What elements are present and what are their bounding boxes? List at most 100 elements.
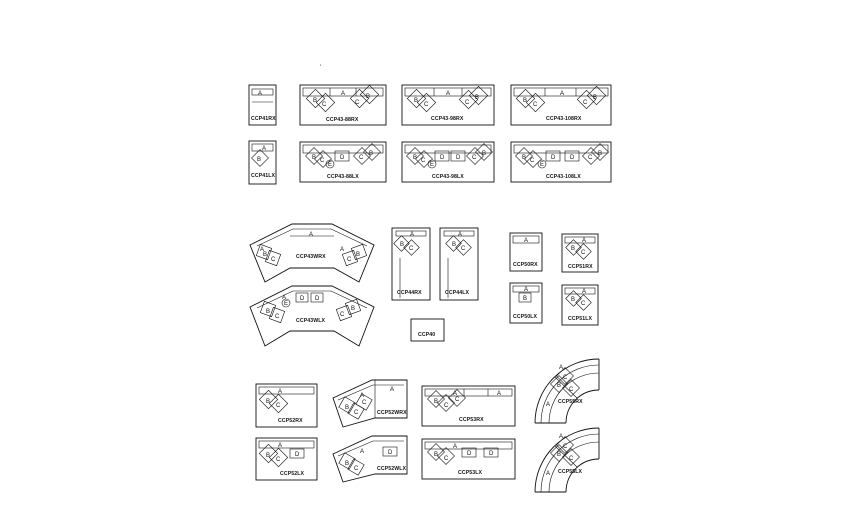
model-label: CCP53RX [459,417,484,423]
cushion-b-label: B [413,155,417,161]
piece-ccp55rx: A A C B C CCP55RX [534,358,600,424]
cushion-a-label: A [546,402,550,408]
cushion-c-label: C [581,301,586,307]
cushion-a-label: A [560,91,564,97]
cushion-a-label: A [260,247,264,253]
cushion-a-label: A [360,449,364,455]
model-label: CCP44LX [445,290,469,296]
cushion-c-label: C [276,403,281,409]
cushion-d-label: D [570,155,575,161]
cushion-a-label: A [282,295,286,301]
cushion-a-label: A [524,238,528,244]
cushion-c-label: C [421,158,426,164]
cushion-b-label: B [475,95,479,101]
piece-ccp43-88rx: A B C C B CCP43-88RX [299,84,387,126]
cushion-d-label: D [456,155,461,161]
model-label: CCP51LX [568,316,592,322]
cushion-b-label: B [345,461,349,467]
cushion-a-label: A [582,238,586,244]
cushion-c-label: C [563,444,568,450]
cushion-a-label: A [559,365,563,371]
cushion-b-label: B [557,452,561,458]
piece-ccp43-108rx: A B C C B CCP43-108RX [510,84,612,126]
cushion-c-label: C [465,100,470,106]
piece-ccp51rx: A B C CCP51RX [561,233,599,273]
cushion-b-label: B [593,95,597,101]
cushion-b-label: B [400,242,404,248]
model-label: CCP43-108LX [546,174,581,180]
cushion-c-label: C [424,102,429,108]
piece-ccp51lx: A B C CCP51LX [561,284,599,326]
cushion-c-label: C [354,410,359,416]
piece-ccp43-98rx: A B C C B CCP43-98RX [401,84,495,126]
model-label: CCP41LX [251,173,275,179]
piece-ccp43wlx: A B C E D D C B CCP43WLX [249,285,375,347]
cushion-c-label: C [276,457,281,463]
cushion-c-label: C [461,246,466,252]
cushion-e-label: E [540,162,544,168]
model-label: CCP40 [418,332,435,338]
model-label: CCP43-108RX [546,116,582,122]
piece-ccp52rx: A B C CCP52RX [255,383,318,428]
cushion-b-label: B [482,151,486,157]
model-label: CCP50LX [513,314,537,320]
cushion-b-label: B [571,246,575,252]
model-label: CCP43-98RX [431,116,464,122]
cushion-c-label: C [271,257,276,263]
cushion-c-label: C [444,403,449,409]
cushion-b-label: B [266,309,270,315]
cushion-b-label: B [434,452,438,458]
piece-ccp55lx: A A C B C CCP55LX [534,427,600,493]
model-label: CCP52LX [280,471,304,477]
cushion-a-label: A [559,434,563,440]
model-label: CCP52RX [278,418,303,424]
model-label: CCP55LX [558,469,582,475]
cushion-c-label: C [359,155,364,161]
cushion-d-label: D [388,450,393,456]
piece-ccp50lx: A B CCP50LX [509,282,543,324]
cushion-c-label: C [275,314,280,320]
cushion-a-label: A [497,391,501,397]
cushion-c-label: C [588,155,593,161]
piece-ccp50rx: A CCP50RX [509,232,543,272]
cushion-d-label: D [440,155,445,161]
cushion-b-label: B [257,157,261,163]
cushion-b-label: B [266,399,270,405]
cushion-b-label: B [571,297,575,303]
cushion-e-label: E [430,162,434,168]
cushion-d-label: D [315,296,320,302]
model-label: CCP43WRX [296,254,326,260]
cushion-b-label: B [313,98,317,104]
cushion-a-label: A [278,389,282,395]
cushion-c-label: C [320,158,325,164]
cushion-b-label: B [522,155,526,161]
cushion-a-label: A [278,443,282,449]
piece-ccp52lx: A B C D CCP52LX [255,437,318,481]
cushion-a-label: A [446,91,450,97]
cushion-a-label: A [453,391,457,397]
cushion-d-label: D [489,451,494,457]
cushion-d-label: D [467,451,472,457]
cushion-b-label: B [414,98,418,104]
piece-ccp53rx: A A B C C CCP53RX [421,385,516,427]
cushion-b-label: B [263,252,267,258]
cushion-e-label: E [284,301,288,307]
piece-ccp43wrx: A A B C A C B CCP43WRX [249,223,375,283]
model-label: CCP43-98LX [432,174,464,180]
cushion-a-label: A [458,232,462,238]
cushion-a-label: A [262,146,266,152]
cushion-d-label: D [551,155,556,161]
cushion-d-label: D [300,296,305,302]
model-label: CCP44RX [397,290,422,296]
piece-ccp40: CCP40 [410,318,445,342]
piece-ccp52wrx: A A B C C CCP52WRX [332,379,408,428]
cushion-b-label: B [356,252,360,258]
piece-ccp53lx: A B C D D CCP53LX [421,438,516,480]
piece-ccp43-98lx: B C E D D C B CCP43-98LX [401,141,495,183]
cushion-b-label: B [557,383,561,389]
cushion-a-label: A [410,232,414,238]
cushion-c-label: C [581,250,586,256]
cushion-b-label: B [366,94,370,100]
cushion-c-label: C [472,155,477,161]
